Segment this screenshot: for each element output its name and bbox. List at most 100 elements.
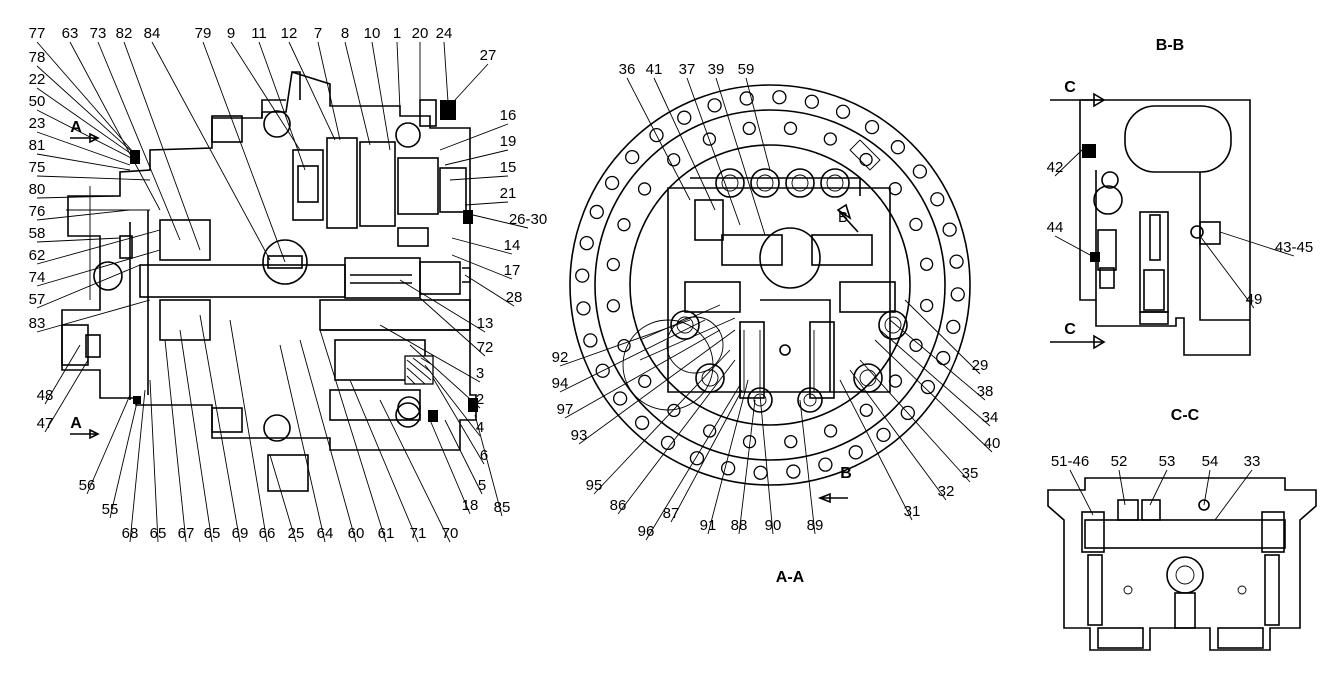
leader-line [109,397,139,519]
part-label: 83 [29,315,46,332]
part-label: 87 [663,505,680,522]
part-label: 65 [150,525,167,542]
leader-line [202,41,286,263]
bolt-hole [864,119,880,135]
bolt-hole [667,403,681,418]
section-mark: A [70,119,82,136]
leader-line [379,399,451,543]
bolt-hole [634,415,650,430]
part-label: 64 [317,525,334,542]
bolt-hole [583,333,598,348]
inner-bolt-holes [606,121,934,449]
bolt-hole [823,132,837,146]
section-mark: C [1064,321,1076,338]
bolt-hole [920,379,936,395]
leader-line [889,319,986,401]
part-label: 57 [29,291,46,308]
leader-line [344,41,371,146]
part-label: 21 [500,185,517,202]
bolt-hole [823,424,838,438]
bolt-hole [660,435,676,451]
part-label: 50 [29,93,46,110]
bolt-hole [930,192,945,207]
leader-line [429,419,471,515]
part-label: 72 [477,339,494,356]
section-mark: B [840,465,852,482]
leader-lines [36,41,1295,543]
bolt-hole [579,235,594,251]
bolt-hole [909,338,923,352]
bolt-hole [786,464,801,479]
leader-line [799,399,816,535]
part-label: 27 [480,47,497,64]
leader-line [904,299,981,375]
part-label: 52 [1111,453,1128,470]
part-label: 76 [29,203,46,220]
part-label: 69 [232,525,249,542]
section-mark: A [70,415,82,432]
leader-line [371,41,391,151]
leader-line [36,41,141,161]
leader-line [36,153,131,171]
leader-line [36,299,151,333]
leader-line [36,209,131,221]
part-label: 28 [506,289,523,306]
bolt-hole [859,152,873,167]
part-label: 43-45 [1275,239,1313,256]
part-label: 80 [29,181,46,198]
part-label: 56 [79,477,96,494]
a-a-section-view [569,84,971,504]
leader-line [36,264,141,309]
leader-line [229,319,268,543]
part-label: 5 [478,477,486,494]
part-label: 59 [738,61,755,78]
leader-line [464,274,515,307]
bolt-hole [804,94,820,109]
bolt-hole [920,298,934,313]
part-label: 20 [412,25,429,42]
leader-line [97,41,181,241]
part-label: 65 [204,525,221,542]
bolt-hole [703,424,717,438]
leader-line [44,344,81,405]
leader-line [645,384,741,541]
bolt-hole [625,149,640,165]
leader-line [36,249,161,287]
leader-line [451,237,513,255]
part-label: 91 [700,517,717,534]
part-label: 42 [1047,159,1064,176]
bolt-hole [942,222,957,237]
leader-line [443,41,449,103]
part-label: 94 [552,375,569,392]
bolt-hole [818,457,833,472]
part-label: 16 [500,107,517,124]
leader-line [578,329,736,445]
part-label: 44 [1047,219,1064,236]
part-label: 4 [476,419,484,436]
part-label: 36 [619,61,636,78]
leader-line [44,359,89,433]
leader-line [69,41,161,211]
leader-line [464,201,509,206]
part-label: 41 [646,61,663,78]
part-label: 92 [552,349,569,366]
part-label: 7 [314,25,322,42]
bolt-hole [888,374,903,388]
bolt-hole [912,164,928,179]
part-label: 34 [982,409,999,426]
leader-line [36,109,136,161]
leader-line [424,364,481,437]
leader-line [1199,235,1255,309]
part-label: 75 [29,159,46,176]
part-label: 12 [281,25,298,42]
leader-line [879,329,991,427]
bolt-hole [606,299,621,313]
bolt-hole [638,374,652,388]
part-label: 19 [500,133,517,150]
part-label: 9 [227,25,235,42]
leader-line [279,344,326,543]
leader-line [439,123,509,151]
section-arrow [70,132,100,144]
leader-line [399,279,486,333]
